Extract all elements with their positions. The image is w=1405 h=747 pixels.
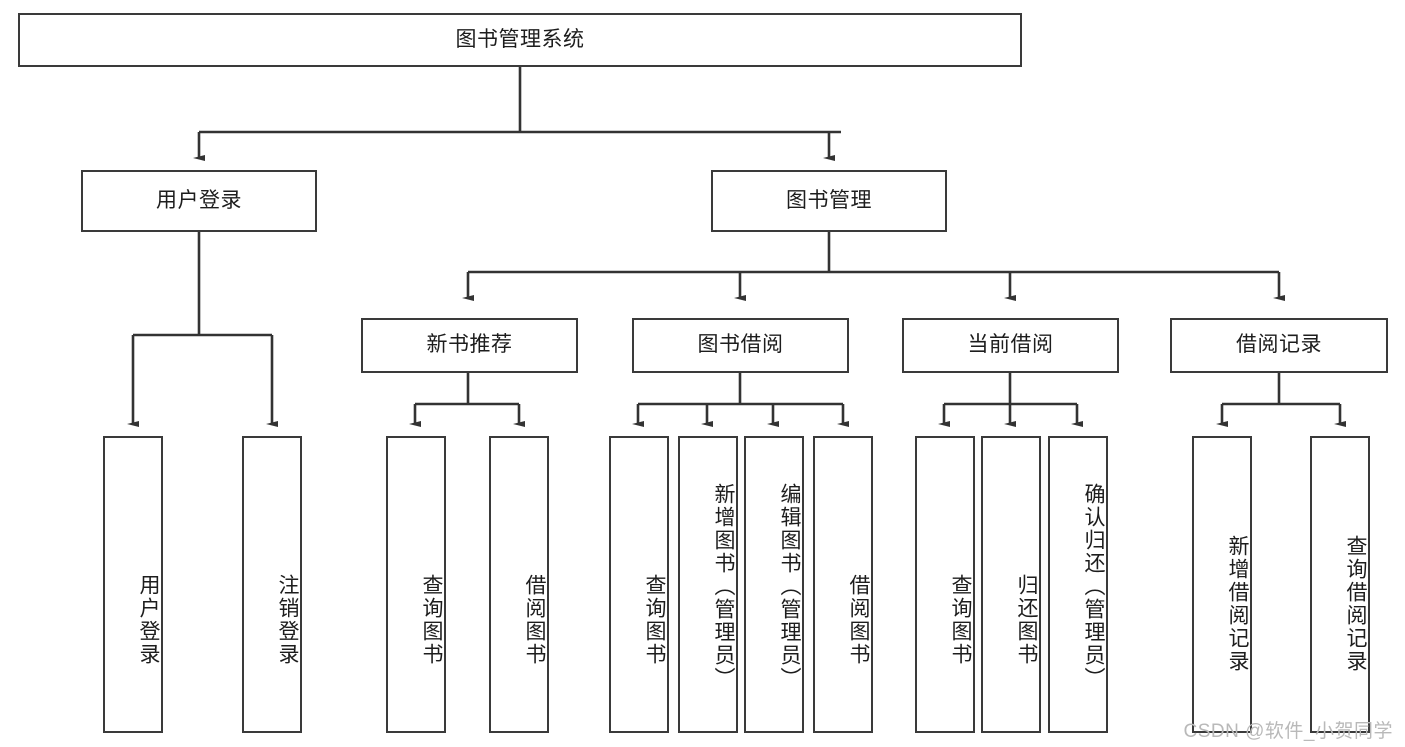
node-new-book-recommend[interactable]: 新书推荐 xyxy=(361,318,578,373)
node-user-login[interactable]: 用户登录 xyxy=(81,170,317,232)
leaf-return-book[interactable]: 归还图书 xyxy=(981,436,1041,733)
leaf-borrow-book[interactable]: 借阅图书 xyxy=(813,436,873,733)
node-book-borrow[interactable]: 图书借阅 xyxy=(632,318,849,373)
leaf-edit-book-admin[interactable]: 编辑图书（管理员） xyxy=(744,436,804,733)
leaf-confirm-return-admin[interactable]: 确认归还（管理员） xyxy=(1048,436,1108,733)
node-current-borrow[interactable]: 当前借阅 xyxy=(902,318,1119,373)
node-book-management[interactable]: 图书管理 xyxy=(711,170,947,232)
leaf-query-book-borrow[interactable]: 查询图书 xyxy=(609,436,669,733)
leaf-query-book-recommend[interactable]: 查询图书 xyxy=(386,436,446,733)
node-root-system[interactable]: 图书管理系统 xyxy=(18,13,1022,67)
node-borrow-record[interactable]: 借阅记录 xyxy=(1170,318,1388,373)
csdn-watermark: CSDN @软件_小贺同学 xyxy=(1183,721,1393,742)
leaf-query-borrow-record[interactable]: 查询借阅记录 xyxy=(1310,436,1370,733)
leaf-add-book-admin[interactable]: 新增图书（管理员） xyxy=(678,436,738,733)
leaf-user-login[interactable]: 用户登录 xyxy=(103,436,163,733)
leaf-query-book-current[interactable]: 查询图书 xyxy=(915,436,975,733)
leaf-user-logout[interactable]: 注销登录 xyxy=(242,436,302,733)
leaf-borrow-book-recommend[interactable]: 借阅图书 xyxy=(489,436,549,733)
leaf-add-borrow-record[interactable]: 新增借阅记录 xyxy=(1192,436,1252,733)
